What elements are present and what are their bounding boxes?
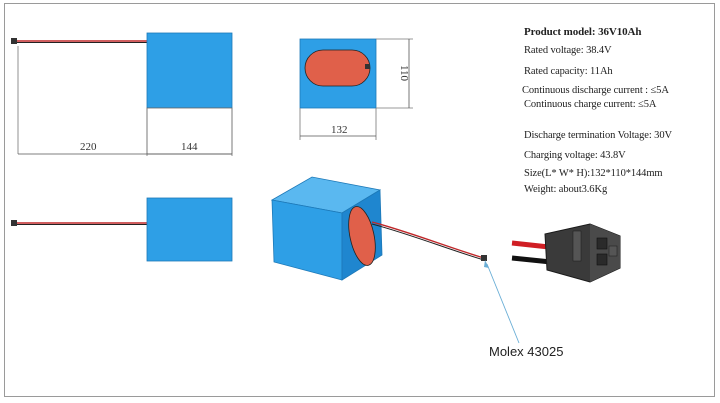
callout-leader: [486, 263, 520, 344]
spec-rated-voltage: Rated voltage: 38.4V: [524, 45, 612, 56]
dimension-label-depth: 110: [398, 64, 411, 82]
end-view: [299, 38, 413, 140]
spec-weight: Weight: about3.6Kg: [524, 184, 608, 195]
side-view-top: [11, 32, 233, 156]
drawing-frame: [4, 3, 715, 397]
molex-connector: [511, 223, 621, 283]
battery-block-bottom: [146, 197, 233, 262]
spec-rated-capacity: Rated capacity: 11Ah: [524, 66, 613, 77]
battery-block-top: [146, 32, 233, 109]
dimension-label-height: 144: [181, 141, 198, 153]
spec-continuous-charge: Continuous charge current: ≤5A: [524, 99, 657, 110]
battery-3d: [270, 176, 487, 281]
spec-discharge-termination: Discharge termination Voltage: 30V: [524, 130, 672, 141]
dimension-label-width: 132: [331, 124, 348, 136]
spec-product-model: Product model: 36V10Ah: [524, 26, 642, 38]
side-view-bottom: [11, 197, 233, 262]
spec-continuous-discharge: Continuous discharge current : ≤5A: [522, 85, 669, 96]
connector-label: Molex 43025: [489, 344, 564, 359]
dimension-label-length: 220: [80, 141, 97, 153]
spec-charging-voltage: Charging voltage: 43.8V: [524, 150, 626, 161]
spec-size: Size(L* W* H):132*110*144mm: [524, 168, 663, 179]
